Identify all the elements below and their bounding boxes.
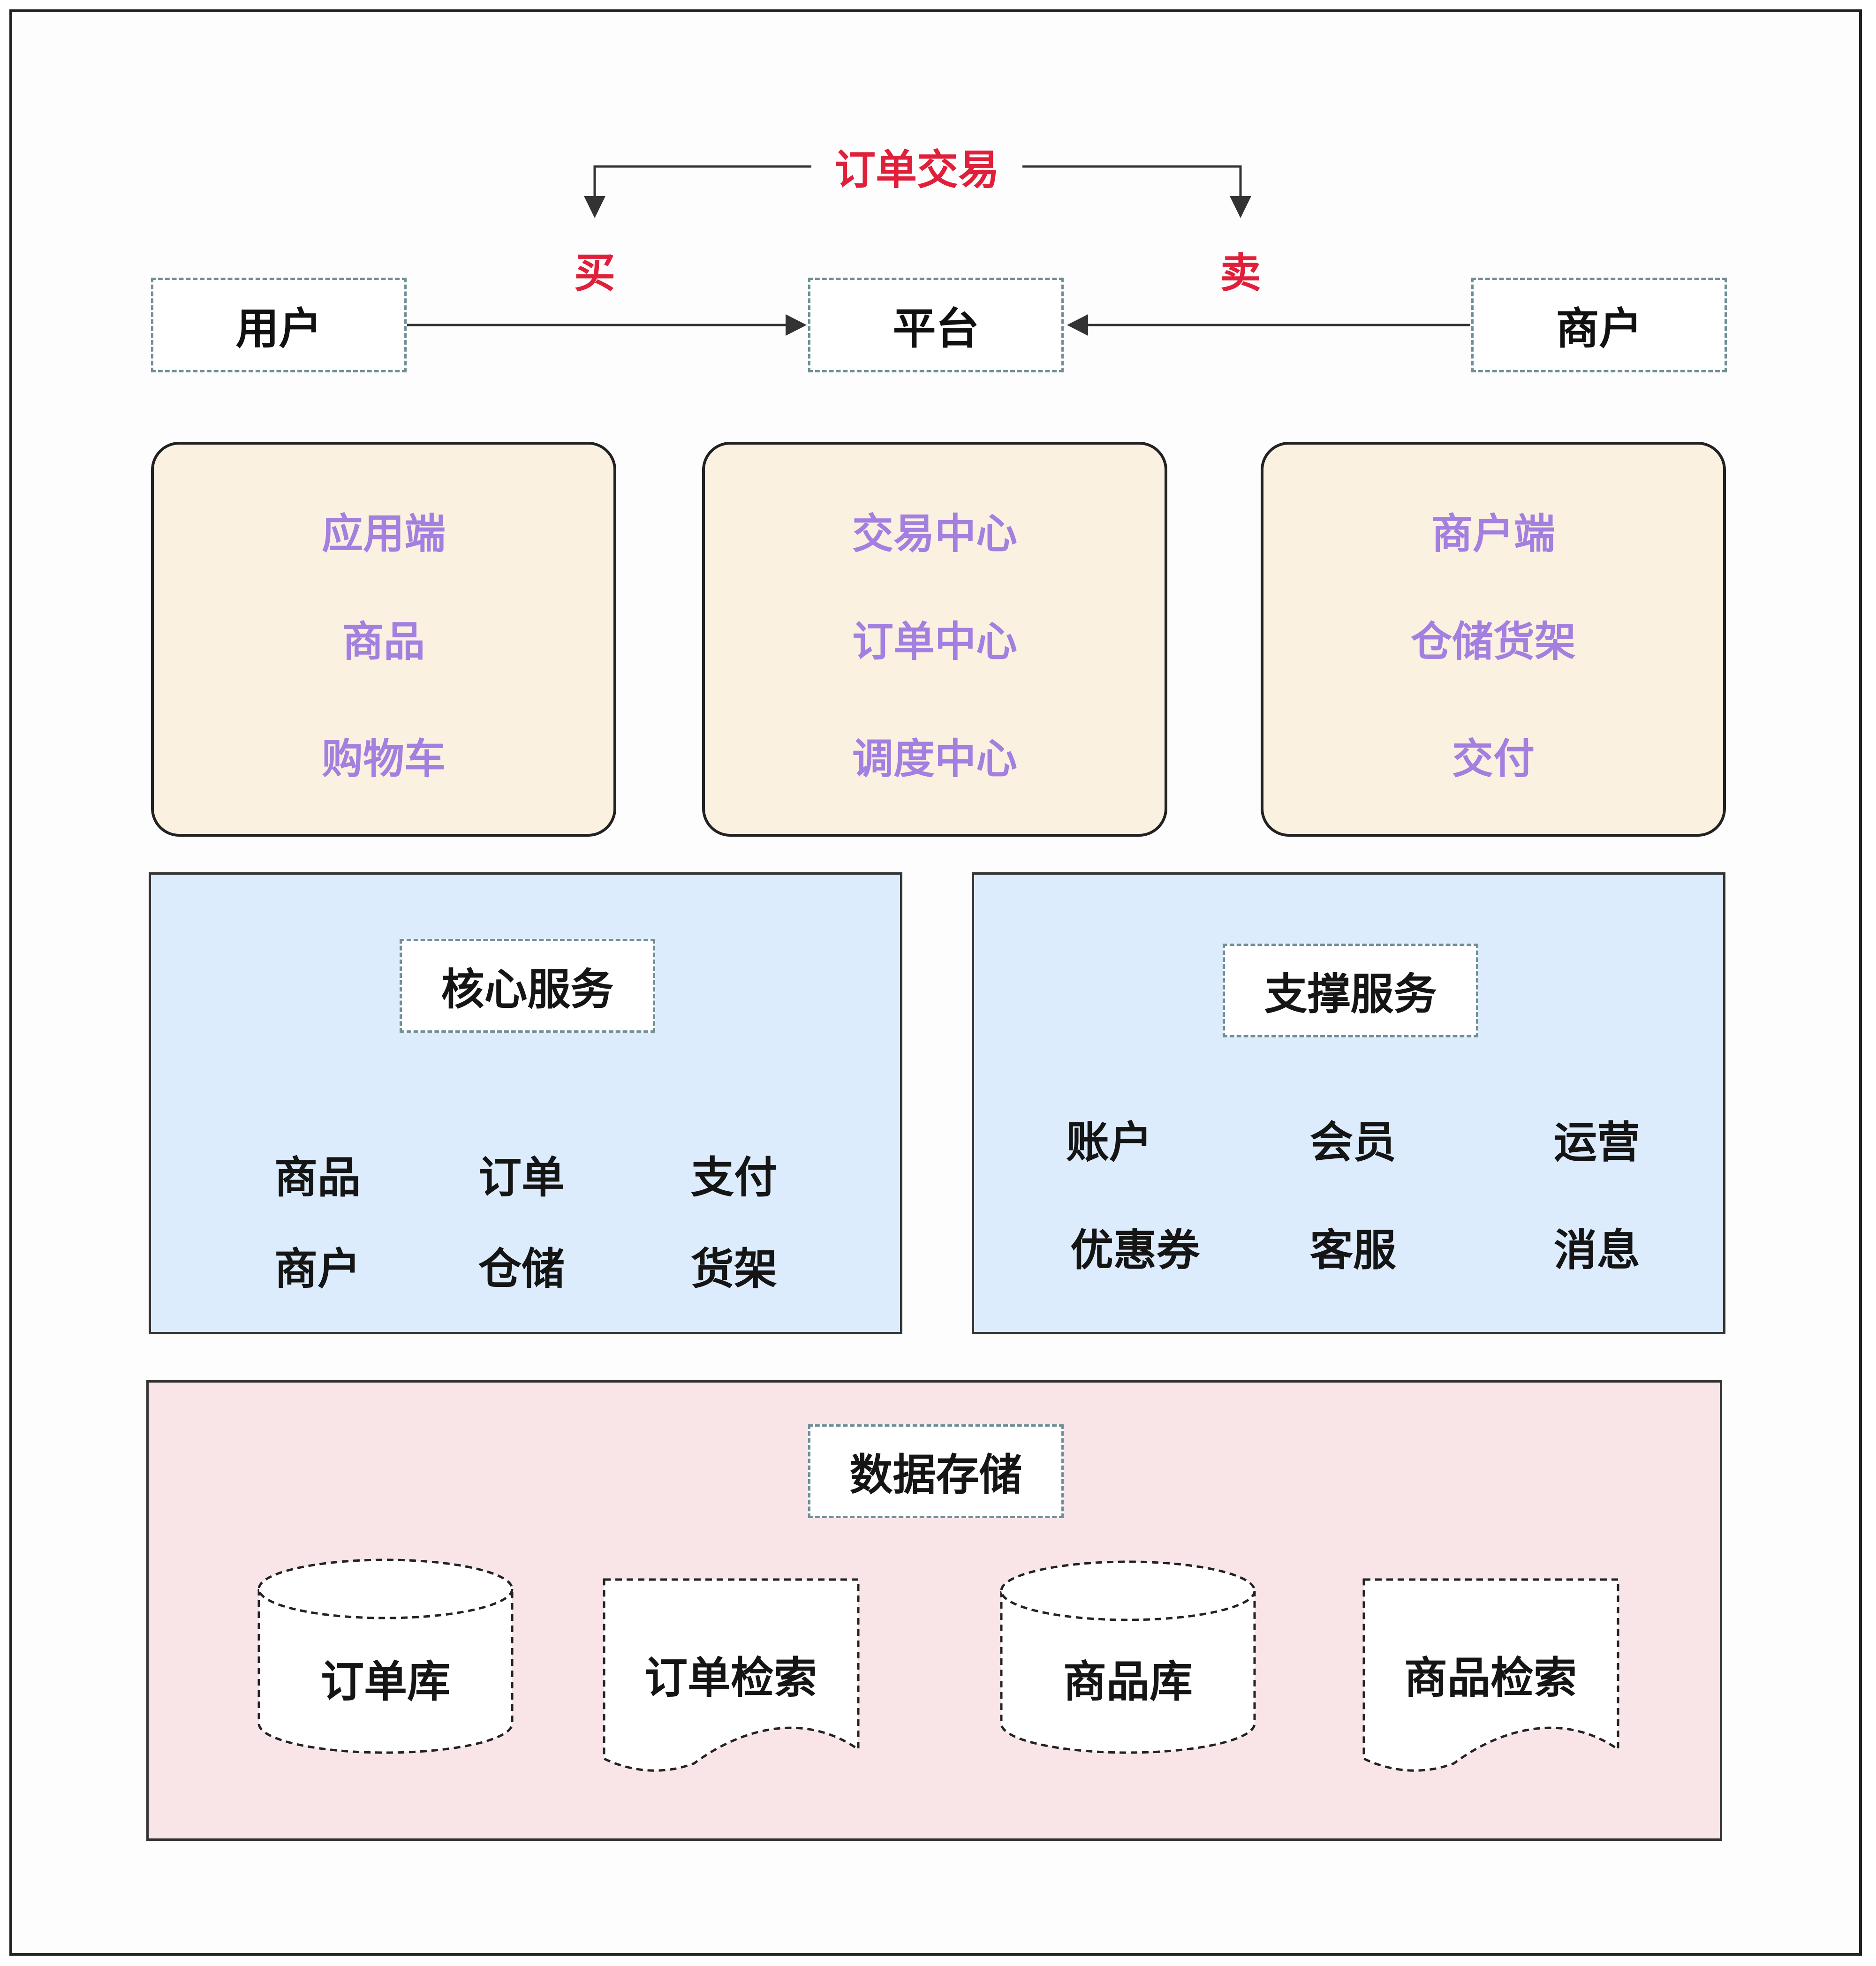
module-item: 交易中心 [852, 509, 1018, 558]
core-item: 商品 [274, 1152, 361, 1203]
bracket-left-arrowhead [584, 196, 605, 218]
support-item: 优惠券 [1070, 1225, 1200, 1276]
platform-node: 平台 [808, 278, 1064, 372]
module-item: 订单中心 [852, 617, 1018, 666]
bracket-right-arrowhead [1230, 196, 1251, 218]
order-trade-bracket [593, 165, 1242, 199]
user-label: 用户 [235, 303, 322, 354]
support-services-panel: 支撑服务 账户 会员 运营 优惠券 客服 消息 [972, 872, 1725, 1334]
product-db-label: 商品库 [1063, 1656, 1193, 1707]
support-item: 运营 [1553, 1117, 1641, 1168]
sell-label: 卖 [1219, 249, 1262, 297]
module-item: 购物车 [321, 734, 446, 783]
support-item: 客服 [1309, 1225, 1397, 1276]
platform-label: 平台 [893, 303, 979, 354]
support-item: 会员 [1309, 1117, 1397, 1168]
core-services-title-box: 核心服务 [400, 939, 655, 1033]
order-trade-label: 订单交易 [834, 145, 1000, 194]
core-item: 货架 [690, 1244, 778, 1294]
core-item: 订单 [478, 1152, 565, 1203]
product-search-label: 商品检索 [1404, 1653, 1577, 1703]
support-item: 消息 [1553, 1225, 1641, 1276]
merchant-label: 商户 [1556, 303, 1642, 354]
buy-arrowhead [786, 314, 807, 336]
order-db-label: 订单库 [320, 1656, 451, 1707]
module-item: 商户端 [1431, 509, 1556, 558]
core-item: 支付 [690, 1152, 778, 1203]
core-services-panel: 核心服务 商品 订单 支付 商户 仓储 货架 [149, 872, 902, 1334]
sell-arrowhead [1067, 314, 1088, 336]
order-db-cylinder [257, 1558, 514, 1754]
support-item: 账户 [1066, 1117, 1153, 1168]
merchant-side-module: 商户端 仓储货架 交付 [1261, 442, 1726, 837]
merchant-node: 商户 [1471, 278, 1727, 372]
product-db-cylinder [1000, 1560, 1256, 1754]
order-search-label: 订单检索 [644, 1653, 817, 1703]
data-storage-title-box: 数据存储 [808, 1424, 1064, 1518]
core-item: 仓储 [478, 1244, 565, 1294]
buy-label: 买 [574, 249, 616, 297]
module-item: 应用端 [321, 509, 446, 558]
product-search-document [1362, 1578, 1619, 1772]
support-services-title-box: 支撑服务 [1223, 944, 1478, 1037]
core-services-title: 核心服务 [441, 964, 614, 1015]
module-item: 商品 [342, 617, 425, 666]
module-item: 交付 [1452, 734, 1535, 783]
core-item: 商户 [274, 1244, 361, 1294]
module-item: 仓储货架 [1410, 617, 1576, 666]
platform-module: 交易中心 订单中心 调度中心 [702, 442, 1167, 837]
order-search-document [603, 1578, 860, 1772]
data-storage-title: 数据存储 [849, 1450, 1022, 1500]
user-side-module: 应用端 商品 购物车 [151, 442, 616, 837]
support-services-title: 支撑服务 [1264, 969, 1437, 1020]
user-node: 用户 [151, 278, 407, 372]
module-item: 调度中心 [852, 734, 1018, 783]
